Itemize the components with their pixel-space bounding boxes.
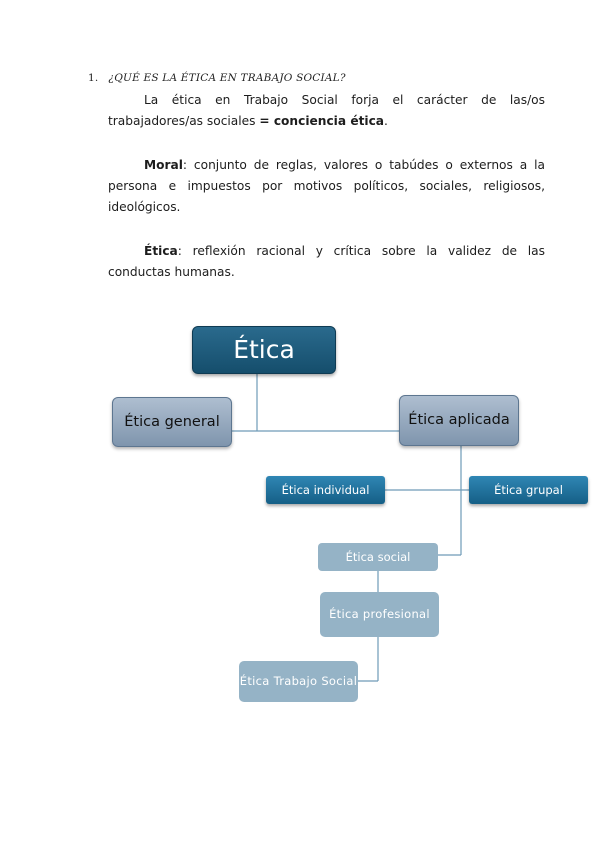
section-number: 1. [88, 72, 99, 84]
etica-definition: : reflexión racional y crítica sobre la … [108, 244, 545, 279]
intro-paragraph: La ética en Trabajo Social forja el cará… [108, 90, 545, 132]
moral-term: Moral [144, 158, 183, 172]
intro-text: La ética en Trabajo Social forja el cará… [108, 93, 545, 128]
section-heading: 1. ¿QUÉ ES LA ÉTICA EN TRABAJO SOCIAL? [88, 72, 346, 84]
node-etica-general: Ética general [112, 397, 232, 447]
node-etica-profesional: Ética profesional [320, 592, 439, 637]
node-etica-social: Ética social [318, 543, 438, 571]
node-etica-trabajo-social: Ética Trabajo Social [239, 661, 358, 702]
node-etica-aplicada: Ética aplicada [399, 395, 519, 446]
intro-bold-text: = conciencia ética [259, 114, 385, 128]
etica-term: Ética [144, 244, 178, 258]
node-etica-individual: Ética individual [266, 476, 385, 504]
node-etica: Ética [192, 326, 336, 374]
etica-paragraph: Ética: reflexión racional y crítica sobr… [108, 241, 545, 283]
intro-end: . [384, 114, 388, 128]
moral-definition: : conjunto de reglas, valores o tabúdes … [108, 158, 545, 214]
moral-paragraph: Moral: conjunto de reglas, valores o tab… [108, 155, 545, 218]
section-title: ¿QUÉ ES LA ÉTICA EN TRABAJO SOCIAL? [108, 72, 346, 84]
node-etica-grupal: Ética grupal [469, 476, 588, 504]
